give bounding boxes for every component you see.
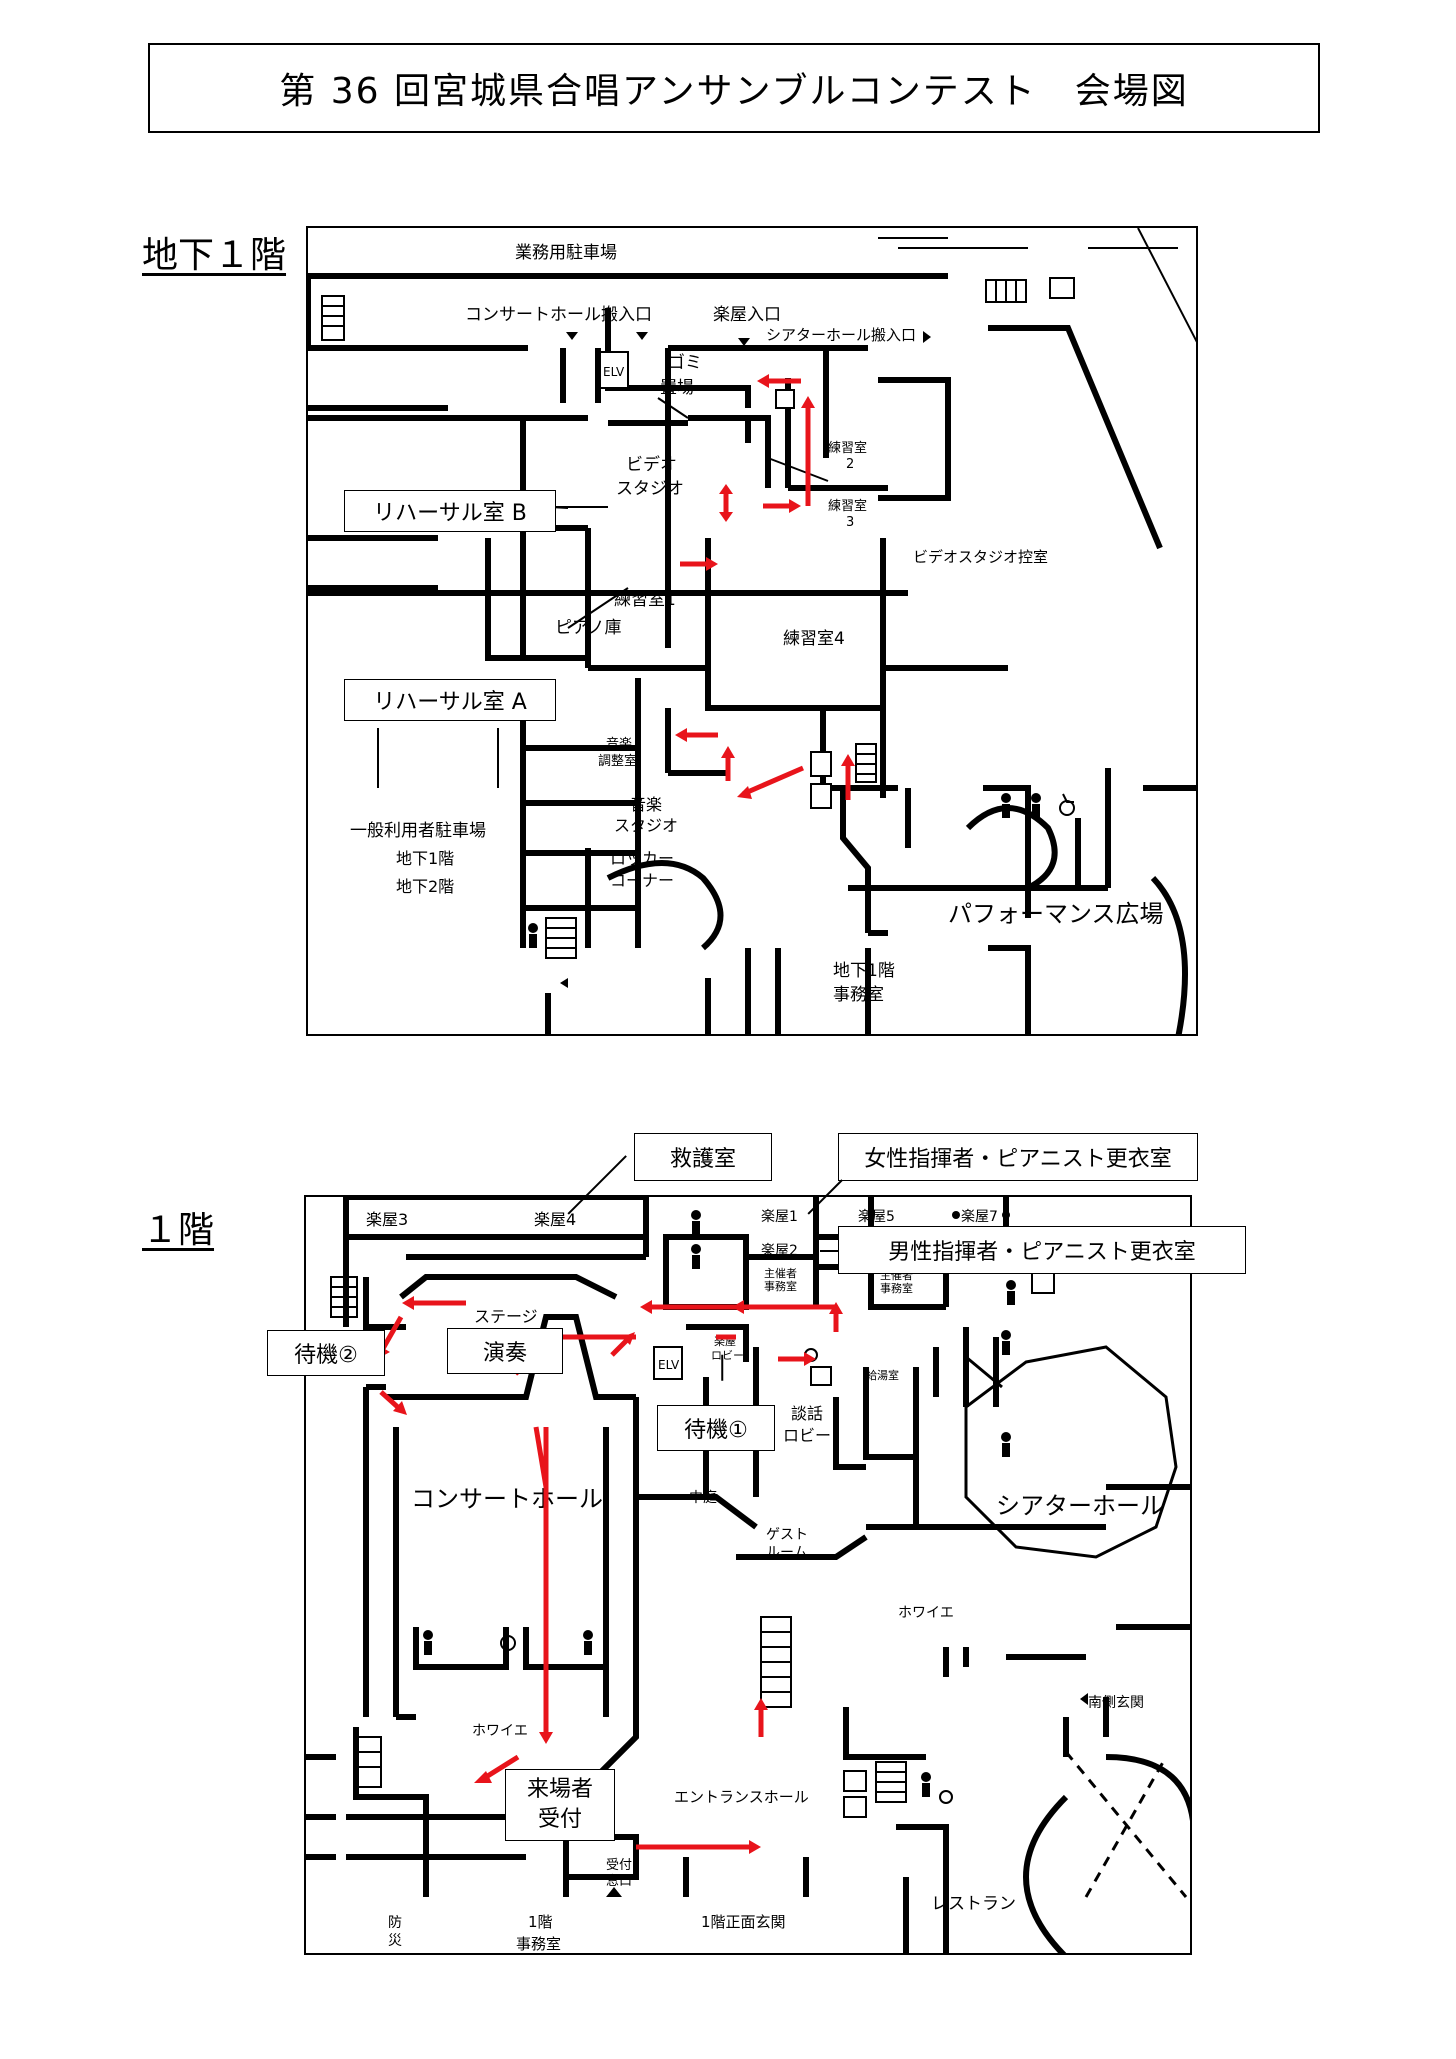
- label-green-lobby-2: ロビー: [711, 1349, 744, 1362]
- leader-standby1: [721, 1354, 723, 1381]
- label-organizer-a-2: 事務室: [764, 1279, 797, 1293]
- label-lounge-1: 談話: [791, 1404, 823, 1423]
- label-courtyard: 中庭: [689, 1489, 717, 1506]
- label-parking-b2: 地下2階: [396, 877, 454, 896]
- label-foyer-right: ホワイエ: [898, 1605, 954, 1621]
- label-green7: 楽屋7: [961, 1209, 998, 1225]
- label-locker-2: コーナー: [610, 871, 674, 890]
- label-garbage-1: ゴミ: [668, 352, 702, 373]
- label-stage: ステージ: [474, 1307, 538, 1326]
- label-main-entrance: 1階正面玄関: [701, 1913, 786, 1931]
- callout-female-dressing: 女性指揮者・ピアニスト更衣室: [838, 1133, 1198, 1181]
- restroom-icon: [528, 793, 1041, 948]
- entrance-triangle-icon: [606, 1693, 1088, 1897]
- label-video-2: スタジオ: [616, 479, 684, 499]
- floor-label-b1: 地下１階: [142, 235, 287, 276]
- label-f1-office-2: 事務室: [516, 1935, 561, 1953]
- label-practice3-2: 3: [846, 515, 854, 530]
- label-entrance-hall: エントランスホール: [674, 1788, 809, 1806]
- map-b1-drawing: 業務用駐車場 コンサートホール搬入口 楽屋入口 シアターホール搬入口 ELV ゴ…: [308, 228, 1196, 1034]
- map-1f-drawing: 楽屋3 楽屋4 楽屋1 楽屋2 楽屋5 楽屋7 主催者 事務室 主催者 事務室 …: [306, 1197, 1190, 1953]
- wheelchair-icon: [1059, 793, 1075, 816]
- callout-visitor-reception: 来場者 受付: [505, 1769, 615, 1841]
- callout-rehearsal-a: リハーサル室 A: [344, 679, 556, 721]
- callout-rehearsal-b: リハーサル室 B: [344, 490, 556, 532]
- label-f1-office-1: 1階: [528, 1913, 553, 1931]
- callout-visitor-reception-line2: 受付: [537, 1807, 582, 1832]
- f1-walls: [306, 1197, 1190, 1953]
- map-1f: 楽屋3 楽屋4 楽屋1 楽屋2 楽屋5 楽屋7 主催者 事務室 主催者 事務室 …: [304, 1195, 1192, 1955]
- label-video-1: ビデオ: [626, 454, 677, 475]
- label-practice2-2: 2: [846, 457, 854, 472]
- label-music-studio-1: 音楽: [630, 795, 662, 814]
- label-b1-office-1: 地下1階: [833, 961, 895, 981]
- label-practice4: 練習室4: [783, 629, 845, 649]
- label-music-adj-1: 音楽: [606, 736, 632, 752]
- label-locker-1: ロッカー: [610, 849, 674, 868]
- label-disaster-1: 防: [388, 1915, 402, 1931]
- label-practice3-1: 練習室: [828, 498, 867, 514]
- label-practice2-1: 練習室: [828, 440, 867, 456]
- label-public-parking: 一般利用者駐車場: [350, 821, 486, 841]
- label-lounge-2: ロビー: [783, 1426, 831, 1445]
- stairs-icon: [321, 279, 1027, 959]
- map-b1: 業務用駐車場 コンサートホール搬入口 楽屋入口 シアターホール搬入口 ELV ゴ…: [306, 226, 1198, 1036]
- label-guest-room-1: ゲスト: [766, 1527, 808, 1543]
- route-arrows-b1: [675, 374, 855, 800]
- label-concert-loading: コンサートホール搬入口: [465, 305, 652, 325]
- page-title: 第 36 回宮城県合唱アンサンブルコンテスト 会場図: [148, 43, 1320, 133]
- restroom-icon: [423, 1210, 1016, 1797]
- b1-walls: [308, 273, 1196, 1034]
- label-b1-office-2: 事務室: [833, 985, 884, 1005]
- label-video-control: ビデオスタジオ控室: [913, 548, 1048, 566]
- callout-visitor-reception-line1: 来場者: [526, 1777, 593, 1802]
- theater-hall-outline: [964, 1345, 1188, 1898]
- elevator-icon: [653, 1272, 1055, 1818]
- label-practice1: 練習室1: [614, 590, 676, 610]
- callout-male-dressing: 男性指揮者・ピアニスト更衣室: [838, 1226, 1246, 1274]
- label-piano-storage: ピアノ庫: [555, 618, 621, 638]
- label-guest-room-2: ルーム: [766, 1545, 808, 1561]
- label-elv-b1: ELV: [603, 365, 625, 379]
- callout-first-aid: 救護室: [634, 1133, 772, 1181]
- callout-standby2: 待機②: [267, 1330, 385, 1376]
- leader-rehearsal-b: [556, 506, 608, 508]
- label-green1: 楽屋1: [761, 1209, 798, 1225]
- label-music-studio-2: スタジオ: [614, 816, 678, 835]
- label-theater-hall: シアターホール: [996, 1492, 1164, 1520]
- label-restaurant: レストラン: [931, 1894, 1016, 1914]
- label-reception-window-1: 受付: [606, 1858, 632, 1873]
- label-green2: 楽屋2: [761, 1243, 798, 1259]
- label-garbage-2: 置場: [660, 378, 694, 398]
- label-reception-window-2: 窓口: [606, 1873, 632, 1889]
- label-elv-1f: ELV: [658, 1358, 680, 1372]
- label-theater-loading: シアターホール搬入口: [766, 326, 916, 344]
- label-organizer-b-2: 事務室: [880, 1281, 913, 1295]
- floor-label-1f: １階: [142, 1210, 215, 1251]
- label-performance-plaza: パフォーマンス広場: [948, 900, 1164, 928]
- entrance-triangle-icon: [560, 331, 931, 988]
- b1-thin-lines: [377, 228, 1196, 788]
- label-concert-hall: コンサートホール: [411, 1485, 603, 1513]
- label-south-entrance: 南側玄関: [1088, 1694, 1144, 1711]
- label-music-adj-2: 調整室: [598, 753, 637, 769]
- callout-standby1: 待機①: [657, 1405, 775, 1451]
- label-green5: 楽屋5: [858, 1209, 895, 1225]
- label-foyer-left: ホワイエ: [472, 1723, 528, 1739]
- label-parking-b1: 地下1階: [396, 849, 454, 868]
- label-green3: 楽屋3: [366, 1210, 408, 1229]
- label-disaster-2: 災: [388, 1933, 402, 1949]
- label-kitchen: 給湯室: [866, 1368, 899, 1382]
- leader-male-dressing: [820, 1250, 838, 1252]
- label-organizer-a-1: 主催者: [764, 1266, 797, 1280]
- elevator-icon: [599, 277, 1075, 809]
- callout-performance: 演奏: [447, 1328, 563, 1374]
- stairs-icon: [330, 1276, 907, 1803]
- label-green-room-entrance: 楽屋入口: [713, 305, 781, 325]
- label-staff-parking: 業務用駐車場: [515, 243, 617, 263]
- label-green4: 楽屋4: [534, 1210, 576, 1229]
